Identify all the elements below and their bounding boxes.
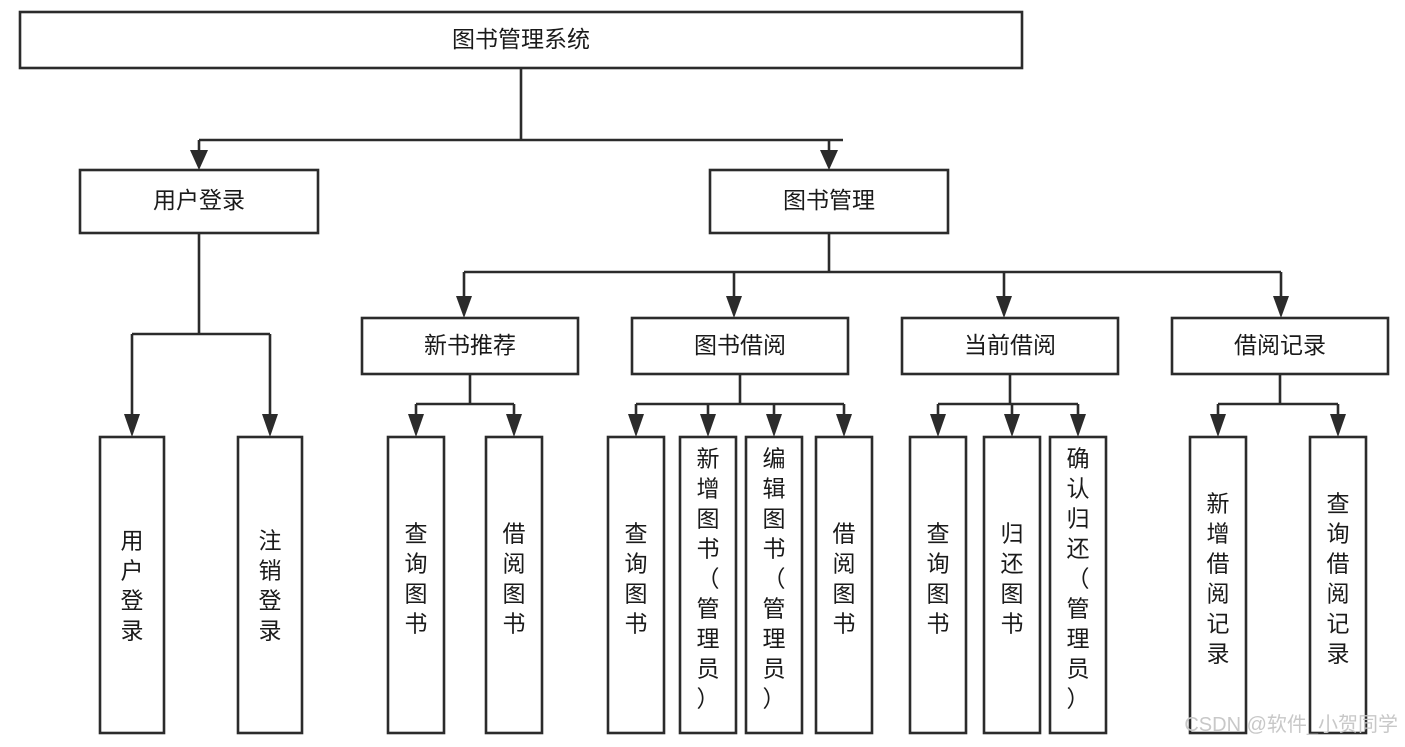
connector-layer <box>124 68 1346 437</box>
book-borrow-label: 图书借阅 <box>694 332 786 358</box>
arrow-head-leaf-borrow-book-1 <box>506 414 522 437</box>
arrow-head-leaf-borrow-book-2 <box>836 414 852 437</box>
node-leaf-edit-book[interactable]: 编辑图书（管理员） <box>744 435 804 735</box>
leaf-user-logout-box[interactable] <box>236 435 304 735</box>
node-leaf-borrow-book-2[interactable]: 借阅图书 <box>814 435 874 735</box>
leaf-user-login-box[interactable] <box>98 435 166 735</box>
arrow-head-leaf-return-book <box>1004 414 1020 437</box>
root-label: 图书管理系统 <box>452 26 590 52</box>
borrow-record-box[interactable] <box>1170 316 1390 376</box>
node-leaf-query-book-1[interactable]: 查询图书 <box>386 435 446 735</box>
arrow-head-new-book-rec <box>456 296 472 318</box>
node-leaf-add-record[interactable]: 新增借阅记录 <box>1188 435 1248 735</box>
leaf-query-book-1-box[interactable] <box>386 435 446 735</box>
leaf-add-record-box[interactable] <box>1188 435 1248 735</box>
node-current-borrow[interactable]: 当前借阅 <box>900 316 1120 376</box>
arrow-head-book-manage <box>820 150 838 170</box>
node-new-book-rec[interactable]: 新书推荐 <box>360 316 580 376</box>
leaf-user-logout-label: 注销登录 <box>259 527 282 643</box>
arrow-head-leaf-query-book-2 <box>628 414 644 437</box>
leaf-edit-book-box[interactable] <box>744 435 804 735</box>
leaf-borrow-book-2-box[interactable] <box>814 435 874 735</box>
leaf-query-book-3-label: 查询图书 <box>927 520 950 636</box>
book-borrow-box[interactable] <box>630 316 850 376</box>
node-leaf-borrow-book-1[interactable]: 借阅图书 <box>484 435 544 735</box>
current-borrow-box[interactable] <box>900 316 1120 376</box>
node-borrow-record[interactable]: 借阅记录 <box>1170 316 1390 376</box>
arrow-head-current-borrow <box>996 296 1012 318</box>
arrow-head-leaf-query-record <box>1330 414 1346 437</box>
node-book-manage[interactable]: 图书管理 <box>708 168 950 235</box>
node-leaf-user-logout[interactable]: 注销登录 <box>236 435 304 735</box>
leaf-query-book-1-label: 查询图书 <box>405 520 428 636</box>
leaf-edit-book-label: 编辑图书（管理员） <box>763 445 786 711</box>
node-leaf-user-login[interactable]: 用户登录 <box>98 435 166 735</box>
arrow-head-book-borrow <box>726 296 742 318</box>
node-user-login[interactable]: 用户登录 <box>78 168 320 235</box>
leaf-return-book-box[interactable] <box>982 435 1042 735</box>
leaf-confirm-return-box[interactable] <box>1048 435 1108 735</box>
leaf-borrow-book-2-label: 借阅图书 <box>833 520 856 636</box>
root-box[interactable] <box>18 10 1024 70</box>
node-leaf-add-book[interactable]: 新增图书（管理员） <box>678 435 738 735</box>
node-root[interactable]: 图书管理系统 <box>18 10 1024 70</box>
node-leaf-confirm-return[interactable]: 确认归还（管理员） <box>1048 435 1108 735</box>
leaf-return-book-label: 归还图书 <box>1001 520 1024 636</box>
leaf-add-book-box[interactable] <box>678 435 738 735</box>
node-leaf-return-book[interactable]: 归还图书 <box>982 435 1042 735</box>
leaf-query-book-2-box[interactable] <box>606 435 666 735</box>
book-manage-label: 图书管理 <box>783 187 875 213</box>
book-manage-box[interactable] <box>708 168 950 235</box>
node-leaf-query-book-2[interactable]: 查询图书 <box>606 435 666 735</box>
leaf-query-book-3-box[interactable] <box>908 435 968 735</box>
arrow-head-borrow-record <box>1273 296 1289 318</box>
arrow-head-leaf-add-record <box>1210 414 1226 437</box>
leaf-confirm-return-label: 确认归还（管理员） <box>1067 445 1090 711</box>
leaf-borrow-book-1-box[interactable] <box>484 435 544 735</box>
arrow-head-leaf-user-logout <box>262 414 278 437</box>
leaf-borrow-book-1-label: 借阅图书 <box>503 520 526 636</box>
watermark-label: CSDN @软件_小贺同学 <box>1184 713 1398 736</box>
leaf-query-record-box[interactable] <box>1308 435 1368 735</box>
leaf-query-record-label: 查询借阅记录 <box>1327 490 1350 666</box>
node-leaf-query-book-3[interactable]: 查询图书 <box>908 435 968 735</box>
arrow-head-leaf-query-book-3 <box>930 414 946 437</box>
node-leaf-query-record[interactable]: 查询借阅记录 <box>1308 435 1368 735</box>
user-login-box[interactable] <box>78 168 320 235</box>
node-book-borrow[interactable]: 图书借阅 <box>630 316 850 376</box>
user-login-label: 用户登录 <box>153 187 245 213</box>
arrow-head-leaf-user-login <box>124 414 140 437</box>
leaf-query-book-2-label: 查询图书 <box>625 520 648 636</box>
new-book-rec-box[interactable] <box>360 316 580 376</box>
leaf-add-record-label: 新增借阅记录 <box>1207 490 1230 666</box>
leaf-user-login-label: 用户登录 <box>121 527 144 643</box>
arrow-head-leaf-query-book-1 <box>408 414 424 437</box>
borrow-record-label: 借阅记录 <box>1234 332 1326 358</box>
arrow-head-leaf-confirm-return <box>1070 414 1086 437</box>
arrow-head-user-login <box>190 150 208 170</box>
arrow-head-leaf-edit-book <box>766 414 782 437</box>
current-borrow-label: 当前借阅 <box>964 332 1056 358</box>
new-book-rec-label: 新书推荐 <box>424 332 516 358</box>
leaf-add-book-label: 新增图书（管理员） <box>697 445 720 711</box>
arrow-head-leaf-add-book <box>700 414 716 437</box>
